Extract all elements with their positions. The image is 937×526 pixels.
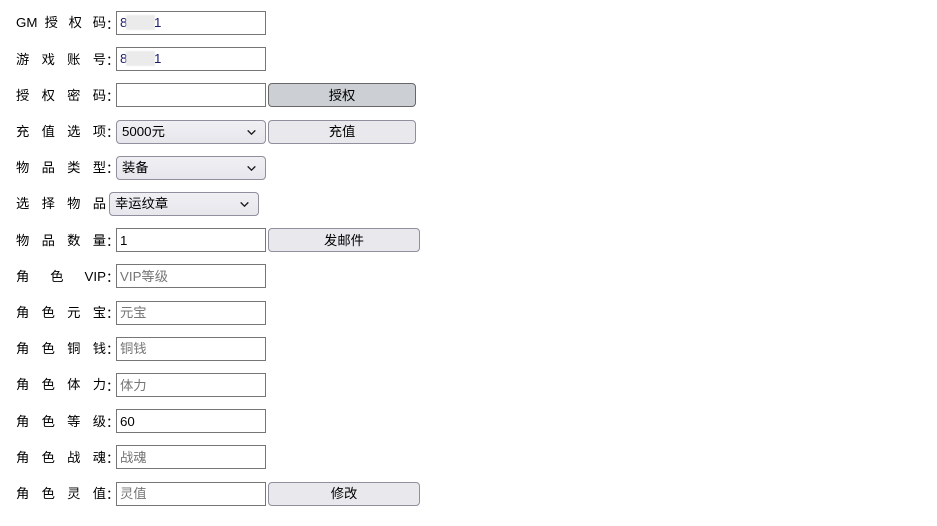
label-colon-auth-password: ：: [106, 88, 120, 104]
label-role-vip: 角 色 VIP: [16, 268, 106, 284]
chevron-down-icon: [247, 129, 256, 135]
select-value-item-select: 幸运纹章: [115, 196, 169, 211]
select-item-select[interactable]: 幸运纹章: [109, 192, 259, 216]
chevron-down-icon: [240, 202, 249, 207]
form-row-role-battle-soul: 角 色 战 魂：: [0, 442, 266, 472]
form-row-role-vip: 角 色 VIP：: [0, 261, 266, 291]
input-auth-password[interactable]: [116, 83, 266, 108]
label-role-spirit-value: 角 色 灵 值: [16, 485, 106, 501]
form-row-item-type: 物 品 类 型：装备: [0, 153, 266, 183]
button-role-spirit-value[interactable]: 修改: [268, 481, 420, 506]
label-colon-role-battle-soul: ：: [106, 450, 120, 466]
label-role-copper-coin: 角 色 铜 钱: [16, 341, 106, 357]
label-role-battle-soul: 角 色 战 魂: [16, 449, 106, 465]
label-colon-item-type: ：: [106, 161, 120, 177]
label-colon-item-quantity: ：: [106, 233, 120, 249]
redacted-value-start-game-account: 8: [120, 51, 128, 67]
label-colon-role-copper-coin: ：: [106, 342, 120, 358]
chevron-down-icon: [247, 165, 256, 171]
form-row-auth-password: 授 权 密 码： 授权: [0, 80, 416, 110]
form-row-role-level: 角 色 等 级：: [0, 406, 266, 436]
select-item-type[interactable]: 装备: [116, 155, 266, 180]
redacted-value-end-gm-auth-code: 1: [154, 15, 162, 30]
redaction-mask-game-account: [126, 51, 155, 67]
select-recharge-option[interactable]: 5000元: [116, 119, 266, 144]
label-colon-role-spirit-value: ：: [106, 487, 120, 503]
label-colon-role-vip: ：: [106, 269, 120, 285]
redacted-value-end-game-account: 1: [154, 51, 162, 67]
label-item-type: 物 品 类 型: [16, 160, 106, 176]
label-colon-role-gold-ingot: ：: [106, 306, 120, 322]
form-row-recharge-option: 充 值 选 项：5000元 充值: [0, 117, 416, 147]
button-auth-password[interactable]: 授权: [268, 83, 416, 108]
label-role-gold-ingot: 角 色 元 宝: [16, 304, 106, 320]
select-value-recharge-option: 5000元: [122, 123, 165, 139]
input-role-copper-coin[interactable]: [116, 336, 266, 361]
label-colon-game-account: ：: [106, 52, 120, 68]
label-colon-recharge-option: ：: [106, 125, 120, 141]
input-role-gold-ingot[interactable]: [116, 300, 266, 325]
input-item-quantity[interactable]: [116, 228, 266, 253]
button-item-quantity[interactable]: 发邮件: [268, 228, 420, 253]
label-colon-gm-auth-code: ：: [106, 16, 120, 32]
label-role-stamina: 角 色 体 力: [16, 377, 106, 393]
label-auth-password: 授 权 密 码: [16, 87, 106, 103]
label-item-quantity: 物 品 数 量: [16, 232, 106, 248]
label-recharge-option: 充 值 选 项: [16, 123, 106, 139]
input-role-stamina[interactable]: [116, 373, 266, 397]
label-gm-auth-code: GM 授 权 码: [16, 15, 106, 31]
form-row-role-gold-ingot: 角 色 元 宝：: [0, 298, 266, 328]
form-row-item-quantity: 物 品 数 量： 发邮件: [0, 225, 420, 255]
form-row-role-copper-coin: 角 色 铜 钱：: [0, 334, 266, 364]
label-colon-role-level: ：: [106, 414, 120, 430]
label-colon-role-stamina: ：: [106, 378, 120, 394]
form-row-item-select: 选 择 物 品幸运纹章: [0, 189, 259, 219]
input-role-vip[interactable]: [116, 264, 266, 289]
input-role-battle-soul[interactable]: [116, 445, 266, 470]
label-item-select: 选 择 物 品: [16, 196, 106, 212]
label-role-level: 角 色 等 级: [16, 413, 106, 429]
redacted-value-start-gm-auth-code: 8: [120, 15, 128, 30]
label-game-account: 游 戏 账 号: [16, 51, 106, 67]
form-row-role-stamina: 角 色 体 力：: [0, 370, 266, 400]
input-role-spirit-value[interactable]: [116, 481, 266, 506]
form-row-role-spirit-value: 角 色 灵 值： 修改: [0, 479, 420, 509]
select-value-item-type: 装备: [122, 159, 149, 175]
button-recharge-option[interactable]: 充值: [268, 119, 416, 144]
input-role-level[interactable]: [116, 409, 266, 434]
redaction-mask-gm-auth-code: [126, 15, 155, 30]
